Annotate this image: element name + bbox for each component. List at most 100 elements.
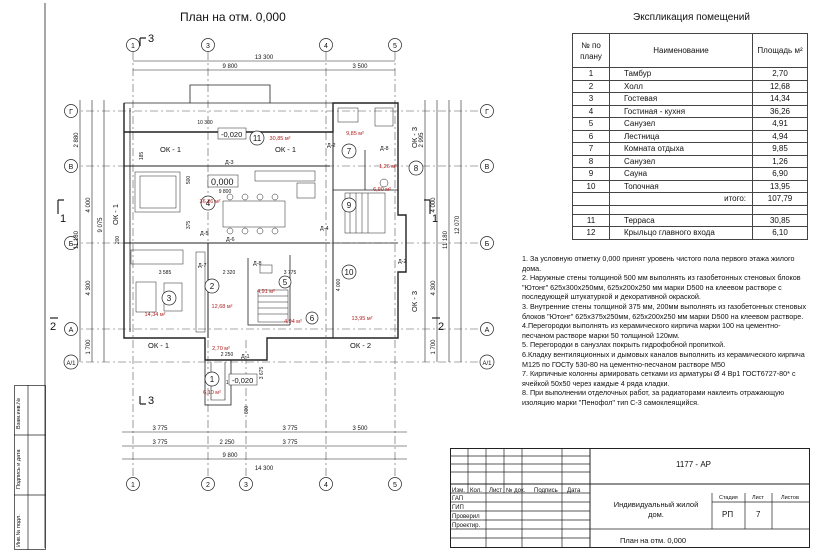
explication-gap-row <box>572 204 808 215</box>
dim-inner-500: 500 <box>186 176 192 185</box>
dim-inner-185: 185 <box>139 152 145 161</box>
dim-inner-375: 375 <box>186 221 192 230</box>
row-name: Холл <box>609 79 753 93</box>
total-value: 107,79 <box>752 192 808 206</box>
window-mark-3: ОК - 1 <box>111 204 120 225</box>
row-number: 4 <box>572 104 610 118</box>
dim-top-overall: 13 300 <box>255 55 274 61</box>
axis-left-a: А <box>69 327 74 334</box>
row-number: 12 <box>572 226 610 240</box>
axis-left-b: Б <box>69 241 74 248</box>
axis-right-a1: А/1 <box>482 361 492 367</box>
dim-inner-9800: 9 800 <box>219 189 232 195</box>
room-number-4: 4 <box>206 199 211 208</box>
dim-inner-600: 600 <box>244 406 250 415</box>
room-area-9: 6,90 м² <box>373 187 391 193</box>
dim-bottom-4: 3 775 <box>152 440 168 446</box>
row-number: 5 <box>572 117 610 131</box>
section-mark-2-right: 2 <box>438 321 444 333</box>
row-area: 14,34 <box>752 92 808 106</box>
row-area: 6,10 <box>752 226 808 240</box>
stamp-role-gap: ГАП <box>452 496 464 502</box>
total-label: итого: <box>609 192 753 206</box>
door-mark-d2-a: Д-2 <box>327 143 336 149</box>
row-area: 4,91 <box>752 117 808 131</box>
header-area: Площадь м² <box>752 33 808 68</box>
row-name: Лестница <box>609 129 753 143</box>
dim-bottom-2: 3 775 <box>282 426 298 432</box>
row-number: 8 <box>572 154 610 168</box>
note-5: 5. Перегородки в санузлах покрыть гидроф… <box>522 340 726 350</box>
dim-inner-3585: 3 585 <box>159 270 172 276</box>
level-mark-porch: -0,020 <box>232 376 253 385</box>
room-area-1: 2,70 м² <box>212 346 230 352</box>
stamp-stage-label: Стадия <box>719 495 738 501</box>
window-mark-5: ОК - 2 <box>350 341 371 350</box>
row-name: Крыльцо главного входа <box>609 226 753 240</box>
dim-right-3: 4 300 <box>431 280 437 296</box>
dim-bottom-overall: 14 300 <box>255 466 274 472</box>
room-number-1: 1 <box>210 375 215 384</box>
room-area-12: 6,10 м² <box>203 390 221 396</box>
dim-bottom-5: 3 775 <box>282 440 298 446</box>
general-notes: 1. За условную отметку 0,000 принят уров… <box>522 254 812 408</box>
row-area: 2,70 <box>752 67 808 81</box>
note-8: 8. При выполнении отделочных работ, за р… <box>522 388 785 407</box>
dim-left-2: 4 000 <box>86 197 92 213</box>
dim-inner-3775: 3 775 <box>284 270 297 276</box>
dim-top-1: 9 800 <box>222 64 238 70</box>
axis-bottom-5: 5 <box>393 482 397 489</box>
window-mark-7: ОК - 3 <box>410 291 419 312</box>
dim-inner-4000: 4 000 <box>336 279 342 292</box>
stamp-col-doc: № док. <box>506 488 526 494</box>
dim-right-5: 12 070 <box>455 215 461 234</box>
note-1: 1. За условную отметку 0,000 принят уров… <box>522 254 795 273</box>
room-number-8: 8 <box>414 164 419 173</box>
door-mark-d7: Д-7 <box>198 263 207 269</box>
axis-left-v: В <box>69 164 74 171</box>
row-number: 2 <box>572 79 610 93</box>
stamp-project: Индивидуальный жилой дом. <box>613 500 699 519</box>
row-area: 30,85 <box>752 213 808 227</box>
side-label-replace: Взам.инв.№ <box>16 397 22 429</box>
stamp-sheet-title: План на отм. 0,000 <box>620 536 687 545</box>
room-number-3: 3 <box>167 294 172 303</box>
room-number-2: 2 <box>210 282 215 291</box>
page-title: План на отм. 0,000 <box>180 10 286 24</box>
door-mark-d2-b: Д-2 <box>398 259 407 265</box>
dim-left-6: 11 180 <box>74 230 80 249</box>
note-2: 2. Наружные стены толщиной 500 мм выполн… <box>522 273 801 302</box>
door-mark-d1: Д-1 <box>241 354 250 360</box>
side-labels: Инв.№ подл. Подпись и дата Взам.инв.№ <box>14 385 28 550</box>
room-area-5: 4,91 м² <box>257 289 275 295</box>
door-mark-d8-b: Д-8 <box>253 261 262 267</box>
row-name: Сауна <box>609 167 753 181</box>
row-name: Гостиная - кухня <box>609 104 753 118</box>
axis-bottom-2: 2 <box>206 482 210 489</box>
note-7: 7. Кирпичные колонны армировать сетками … <box>522 369 796 388</box>
axis-bottom-1: 1 <box>131 482 135 489</box>
side-label-inv: Инв.№ подл. <box>16 514 22 547</box>
room-area-4: 36,26 м² <box>200 199 221 205</box>
floor-plan: 1 3 4 5 1 2 3 4 5 Г В Б А А/1 Г В Б А А/… <box>44 3 495 548</box>
dim-bottom-6: 3 500 <box>352 426 368 432</box>
axis-right-a: А <box>485 327 490 334</box>
window-mark-1: ОК - 1 <box>160 145 181 154</box>
dim-right-1: 2 995 <box>419 132 425 148</box>
level-mark-terrace: -0,020 <box>221 130 242 139</box>
dim-inner-3675: 3 675 <box>259 367 265 380</box>
axis-right-b: Б <box>485 241 490 248</box>
note-6: 6.Кладку вентиляционных и дымовых канало… <box>522 349 805 369</box>
door-mark-d4: Д-4 <box>320 226 329 232</box>
axis-top-3: 3 <box>206 43 210 50</box>
row-area: 1,26 <box>752 154 808 168</box>
stamp-sheet-number: 7 <box>756 510 761 519</box>
row-name: Терраса <box>609 213 753 227</box>
stamp-col-izm: Изм. <box>452 488 465 494</box>
